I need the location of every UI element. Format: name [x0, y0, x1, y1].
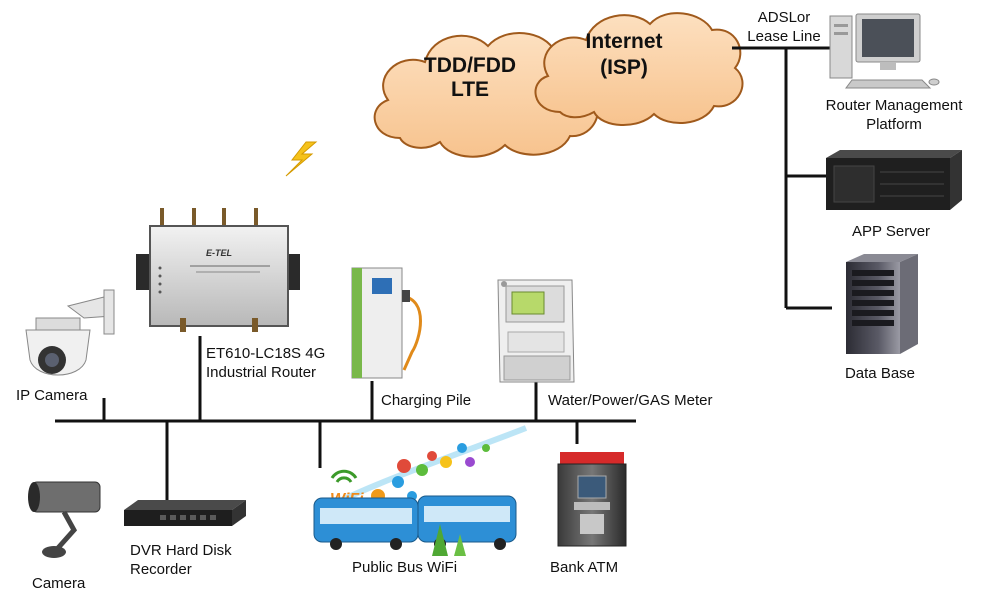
app-icons — [371, 443, 490, 503]
dvr-label: DVR Hard Disk Recorder — [130, 541, 232, 579]
atm-label: Bank ATM — [550, 559, 619, 576]
dvr-label-line2: Recorder — [130, 561, 192, 578]
bus-wifi-illustration: WiFi — [313, 425, 528, 556]
app-server-label: APP Server — [851, 223, 931, 240]
dvr-label-line1: DVR Hard Disk — [130, 542, 232, 559]
bus-wifi-label: Public Bus WiFi — [352, 559, 458, 576]
isp-link-label: ADSLor Lease Line — [736, 8, 832, 46]
router-platform-line1: Router Management — [825, 97, 963, 114]
lightning-icon — [285, 141, 318, 177]
bullet-camera-icon — [28, 481, 101, 558]
charging-pile-label: Charging Pile — [381, 392, 472, 409]
router-brand: E-TEL — [206, 248, 232, 258]
lte-cloud-line1: TDD/FDD — [424, 54, 516, 77]
wifi-icon — [330, 469, 358, 483]
charging-pile-icon — [351, 267, 422, 379]
camera-label: Camera — [32, 575, 86, 592]
router-platform-line2: Platform — [866, 116, 922, 133]
lte-cloud-line2: LTE — [451, 78, 489, 101]
router-label-line2: Industrial Router — [206, 364, 317, 381]
internet-cloud-line1: Internet — [585, 30, 662, 53]
dvr-recorder-icon — [124, 500, 246, 526]
isp-link-line1: ADSLor — [757, 9, 811, 26]
desktop-pc-icon — [829, 13, 940, 89]
industrial-router-icon: E-TEL — [136, 208, 300, 332]
meter-label: Water/Power/GAS Meter — [548, 392, 713, 409]
utility-meter-icon — [497, 279, 575, 383]
database-label: Data Base — [844, 365, 916, 382]
internet-cloud — [534, 12, 744, 127]
atm-machine-icon — [557, 452, 627, 547]
database-server-icon — [846, 254, 918, 354]
router-platform-label: Router Management Platform — [812, 96, 976, 134]
isp-link-line2: Lease Line — [747, 28, 821, 45]
lan-bus-lines — [55, 336, 636, 504]
internet-cloud-line2: (ISP) — [600, 56, 648, 79]
ip-camera-icon — [25, 289, 115, 376]
ip-camera-label: IP Camera — [16, 387, 88, 404]
isp-connection-lines — [732, 46, 832, 310]
router-label-line1: ET610-LC18S 4G — [206, 345, 326, 362]
rack-server-icon — [826, 150, 962, 210]
bus-icon — [313, 495, 517, 550]
router-label: ET610-LC18S 4G Industrial Router — [206, 344, 325, 382]
